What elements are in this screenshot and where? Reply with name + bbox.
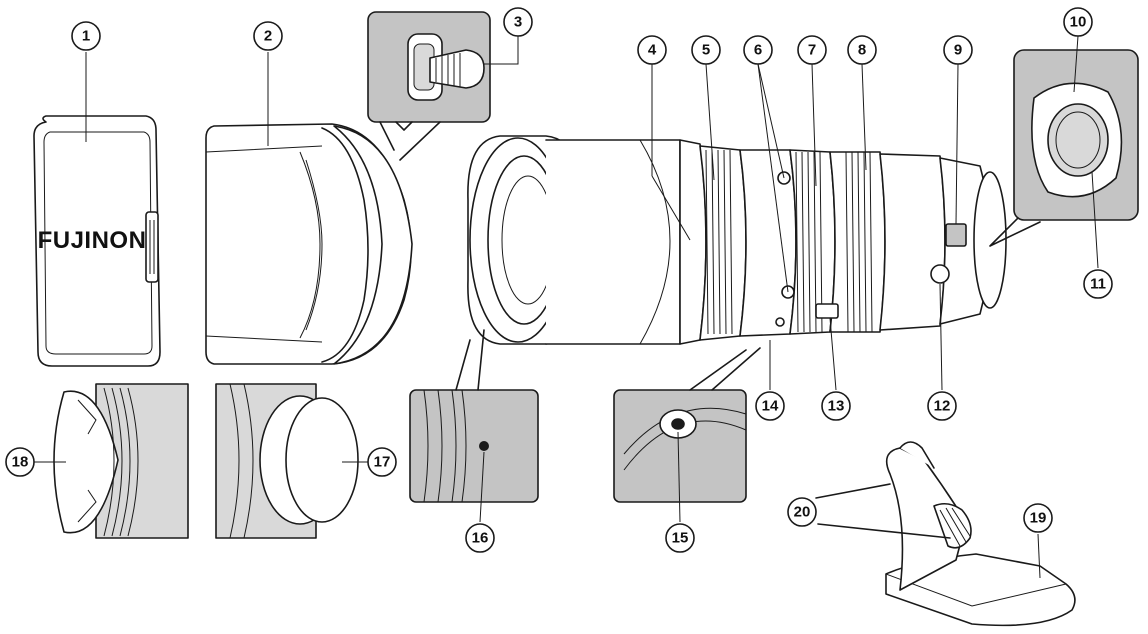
callout-3-number: 3: [514, 14, 522, 31]
callout-19-number: 19: [1030, 510, 1047, 527]
callout-9-number: 9: [954, 42, 962, 59]
callout-2: 2: [253, 21, 283, 51]
callout-7: 7: [797, 35, 827, 65]
callout-16-number: 16: [472, 530, 489, 547]
callout-11-number: 11: [1090, 276, 1106, 293]
callout-18-number: 18: [12, 454, 29, 471]
hood-cap: FUJINON: [33, 115, 161, 367]
callout-1: 1: [71, 21, 101, 51]
lens-hood: [205, 123, 413, 365]
callout-13-number: 13: [828, 398, 845, 415]
callout-3: 3: [503, 7, 533, 37]
hood-lock-knob-inset: [367, 11, 491, 161]
callout-1-number: 1: [82, 28, 90, 45]
callout-14-number: 14: [762, 398, 779, 415]
brand-logo: FUJINON: [38, 227, 147, 254]
lens-body: [467, 49, 1139, 345]
callout-12: 12: [927, 391, 957, 421]
callout-5: 5: [691, 35, 721, 65]
callout-6: 6: [743, 35, 773, 65]
front-cap: [53, 383, 189, 539]
callout-4-number: 4: [648, 42, 657, 59]
callout-15-number: 15: [672, 530, 689, 547]
index-mark-inset: [409, 329, 539, 503]
callout-4: 4: [637, 35, 667, 65]
callout-10: 10: [1063, 7, 1093, 37]
callout-13: 13: [821, 391, 851, 421]
callout-8-number: 8: [858, 42, 866, 59]
tripod-mount: [815, 441, 1076, 627]
callout-14: 14: [755, 391, 785, 421]
callout-19: 19: [1023, 503, 1053, 533]
callout-20-number: 20: [794, 504, 811, 521]
callout-11: 11: [1083, 269, 1113, 299]
callout-leaders: [34, 35, 1099, 579]
callout-5-number: 5: [702, 42, 710, 59]
callout-15: 15: [665, 523, 695, 553]
callout-16: 16: [465, 523, 495, 553]
callout-9: 9: [943, 35, 973, 65]
callout-8: 8: [847, 35, 877, 65]
callout-2-number: 2: [264, 28, 272, 45]
callout-20: 20: [787, 497, 817, 527]
callout-10-number: 10: [1070, 14, 1087, 31]
mounting-hole-inset: [613, 347, 761, 503]
callout-17-number: 17: [374, 454, 391, 471]
callout-7-number: 7: [808, 42, 816, 59]
rear-cap: [215, 383, 359, 539]
callout-18: 18: [5, 447, 35, 477]
callout-6-number: 6: [754, 42, 762, 59]
callout-17: 17: [367, 447, 397, 477]
callout-12-number: 12: [934, 398, 951, 415]
